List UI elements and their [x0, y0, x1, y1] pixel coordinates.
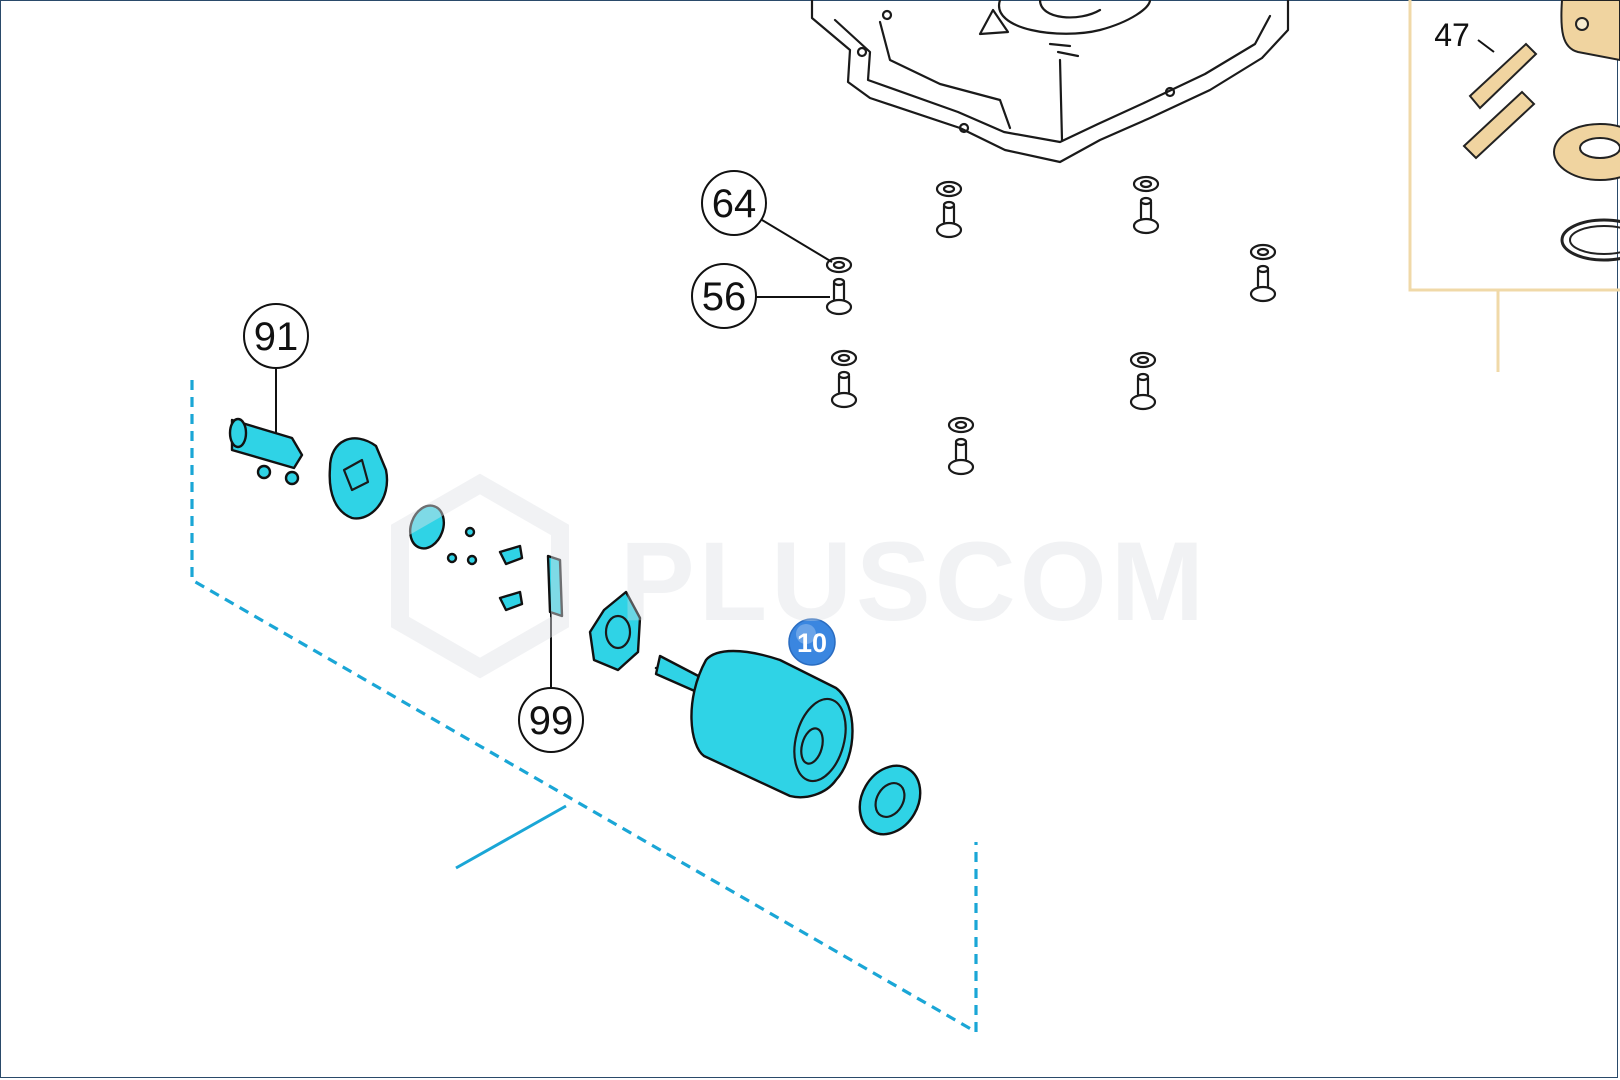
- screw[interactable]: [1249, 243, 1277, 303]
- assembly-bracket: [190, 380, 978, 1035]
- callout-99[interactable]: 99: [518, 570, 584, 753]
- motor-assembly: [228, 417, 932, 845]
- callout-64-label: 64: [712, 182, 757, 226]
- inset-panel: 47: [1408, 0, 1620, 372]
- motor-body[interactable]: [654, 649, 854, 799]
- callout-91[interactable]: 91: [243, 303, 309, 438]
- badge-label: 10: [797, 628, 827, 658]
- watermark-text: PLUSCOM: [620, 519, 1208, 644]
- bushing-part[interactable]: [1553, 123, 1620, 181]
- part-91-sensor[interactable]: [228, 417, 304, 486]
- small-fasteners[interactable]: [446, 526, 524, 612]
- bearing-disc[interactable]: [404, 501, 449, 553]
- inset-callout-47: 47: [1434, 17, 1470, 53]
- part-badge-10[interactable]: 10: [788, 618, 836, 666]
- brush-holder-plate[interactable]: [588, 590, 642, 672]
- watermark: PLUSCOM: [391, 473, 1208, 679]
- callout-64[interactable]: 64: [701, 170, 833, 263]
- callout-91-label: 91: [254, 315, 299, 359]
- o-ring-part[interactable]: [1560, 218, 1620, 262]
- part-99-gasket[interactable]: [546, 554, 564, 618]
- screw-callout-56-64[interactable]: [825, 256, 853, 316]
- screw[interactable]: [947, 416, 975, 476]
- screw-group: [825, 175, 1277, 476]
- screw[interactable]: [1129, 351, 1157, 411]
- pin-part[interactable]: [1560, 0, 1620, 62]
- screw[interactable]: [830, 349, 858, 409]
- front-bearing-ring[interactable]: [848, 755, 932, 845]
- callout-56[interactable]: 56: [691, 263, 830, 329]
- callout-56-label: 56: [702, 275, 747, 319]
- pin-part[interactable]: [1462, 42, 1538, 160]
- screw[interactable]: [1132, 175, 1160, 235]
- screw[interactable]: [935, 180, 963, 239]
- housing-cover[interactable]: [810, 0, 1290, 164]
- end-cap[interactable]: [328, 437, 389, 520]
- callout-99-label: 99: [529, 699, 574, 743]
